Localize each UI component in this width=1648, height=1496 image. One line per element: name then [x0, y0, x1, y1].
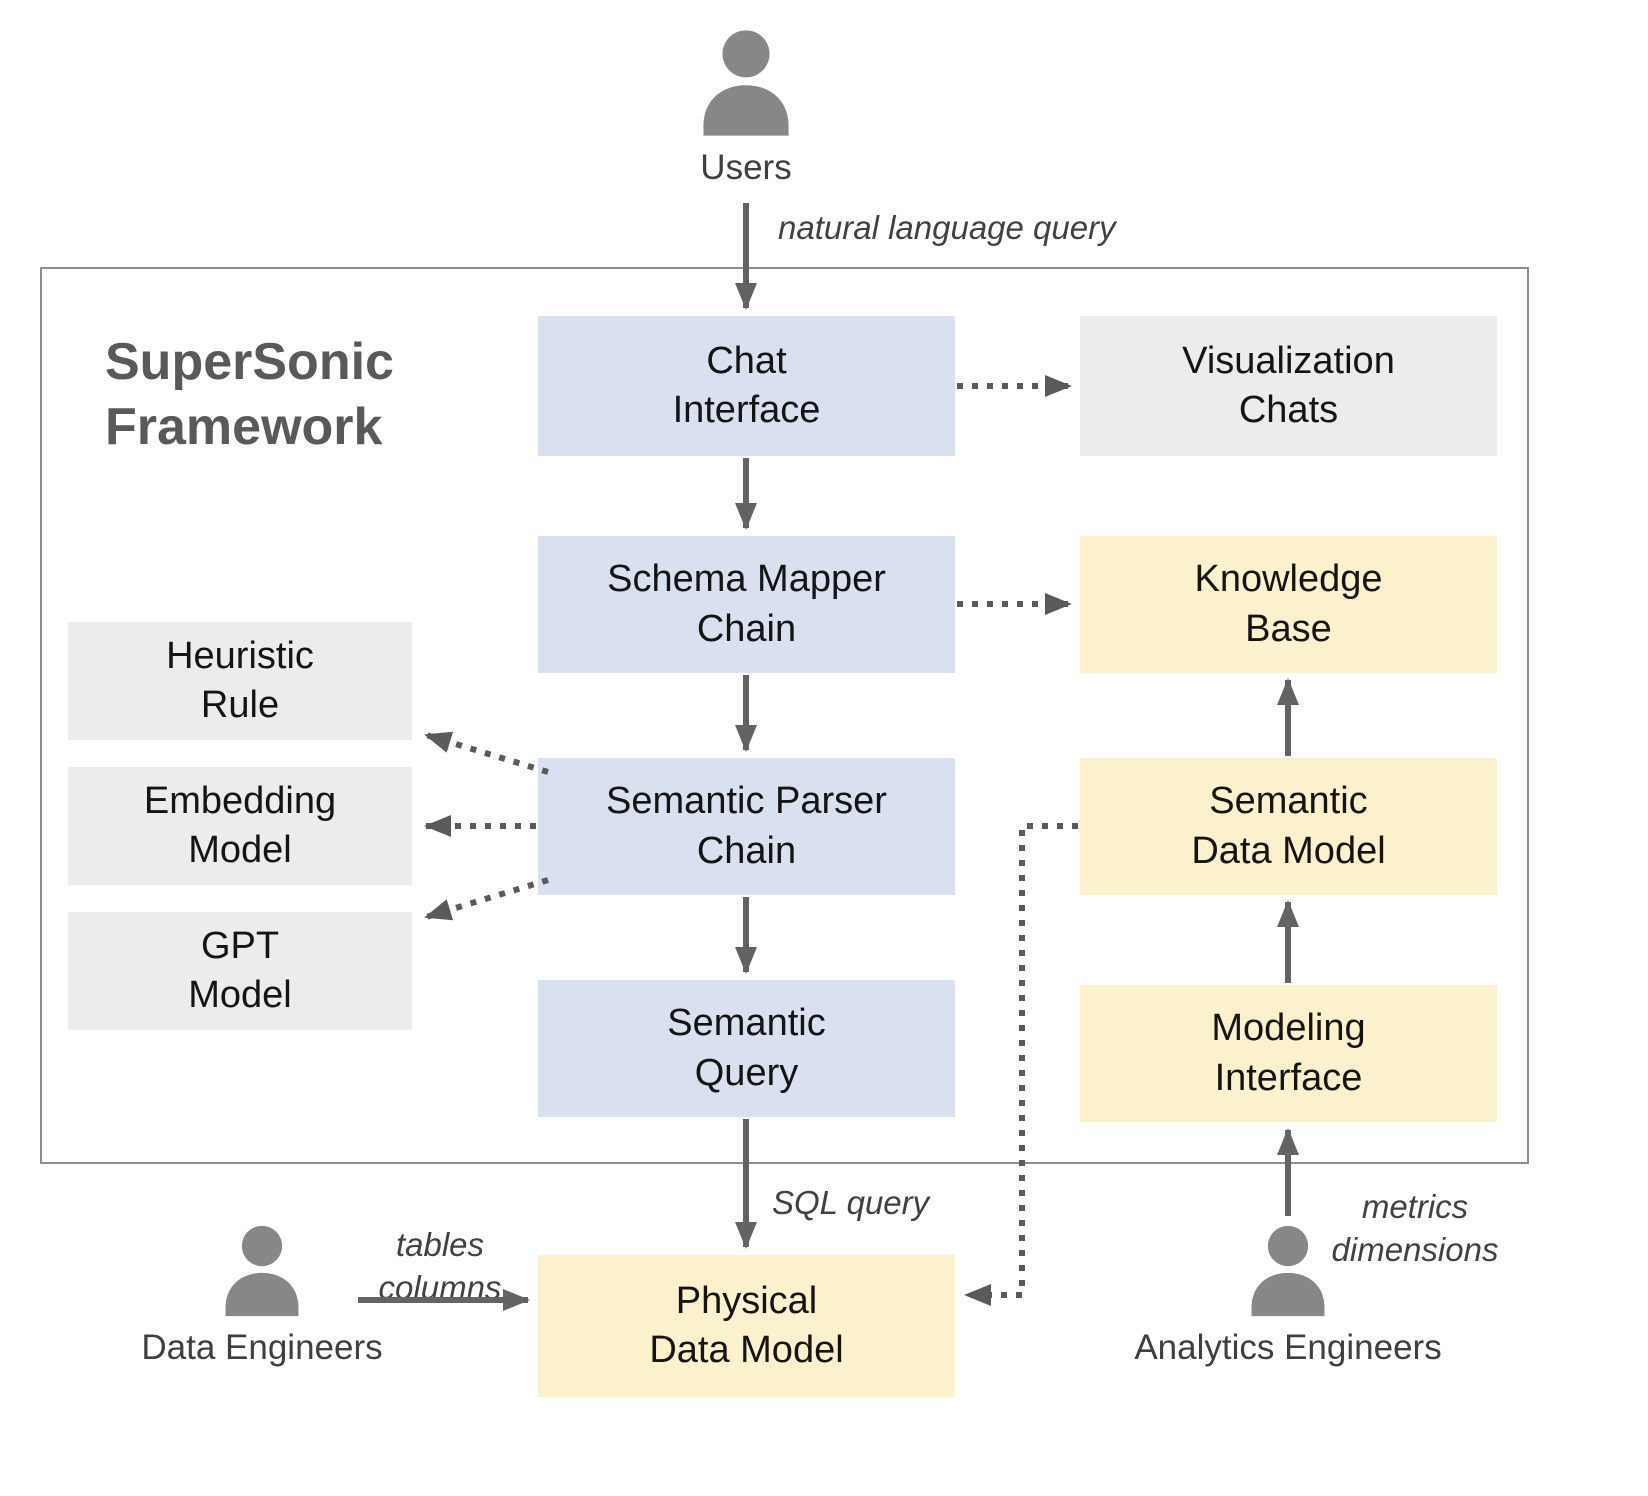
edge-label-tables-columns: tables columns: [378, 1226, 502, 1306]
node-gpt-model-label: GPT Model: [188, 924, 292, 1016]
node-semantic-query: Semantic Query: [538, 980, 955, 1117]
node-embedding-model: Embedding Model: [68, 767, 412, 885]
actor-analytics-engineers-label: Analytics Engineers: [1134, 1328, 1442, 1367]
node-heuristic-rule: Heuristic Rule: [68, 622, 412, 740]
person-icon: [703, 30, 789, 136]
node-chat-interface-label: Chat Interface: [672, 339, 821, 431]
actor-data-engineers-label: Data Engineers: [141, 1328, 383, 1367]
framework-boundary: [40, 267, 1529, 1164]
node-semantic-parser-chain: Semantic Parser Chain: [538, 758, 955, 895]
node-visualization-chats: Visualization Chats: [1080, 316, 1497, 456]
node-visualization-chats-label: Visualization Chats: [1182, 339, 1395, 431]
node-knowledge-base-label: Knowledge Base: [1194, 558, 1383, 650]
edge-label-sql-query: SQL query: [772, 1184, 930, 1221]
node-knowledge-base: Knowledge Base: [1080, 536, 1497, 673]
person-icon: [1251, 1225, 1325, 1317]
node-heuristic-rule-label: Heuristic Rule: [166, 634, 314, 726]
node-semantic-parser-chain-label: Semantic Parser Chain: [606, 780, 887, 872]
node-modeling-interface-label: Modeling Interface: [1211, 1007, 1366, 1099]
person-icon: [225, 1225, 299, 1317]
actor-data-engineers: Data Engineers: [141, 1222, 383, 1368]
node-schema-mapper-chain: Schema Mapper Chain: [538, 536, 955, 673]
node-physical-data-model-label: Physical Data Model: [649, 1279, 844, 1371]
actor-analytics-engineers: Analytics Engineers: [1134, 1222, 1442, 1368]
node-modeling-interface: Modeling Interface: [1080, 985, 1497, 1122]
node-schema-mapper-chain-label: Schema Mapper Chain: [607, 558, 886, 650]
node-embedding-model-label: Embedding Model: [143, 779, 337, 871]
node-semantic-data-model-label: Semantic Data Model: [1191, 780, 1386, 872]
edge-label-natural-language-query: natural language query: [778, 209, 1116, 246]
node-gpt-model: GPT Model: [68, 912, 412, 1030]
node-physical-data-model: Physical Data Model: [538, 1255, 955, 1397]
node-semantic-data-model: Semantic Data Model: [1080, 758, 1497, 895]
node-semantic-query-label: Semantic Query: [667, 1002, 826, 1094]
framework-title: SuperSonic Framework: [105, 333, 394, 456]
edge-label-metrics-dimensions: metrics dimensions: [1331, 1188, 1499, 1268]
actor-users-label: Users: [700, 148, 792, 187]
node-chat-interface: Chat Interface: [538, 316, 955, 456]
actor-users: Users: [656, 26, 836, 188]
